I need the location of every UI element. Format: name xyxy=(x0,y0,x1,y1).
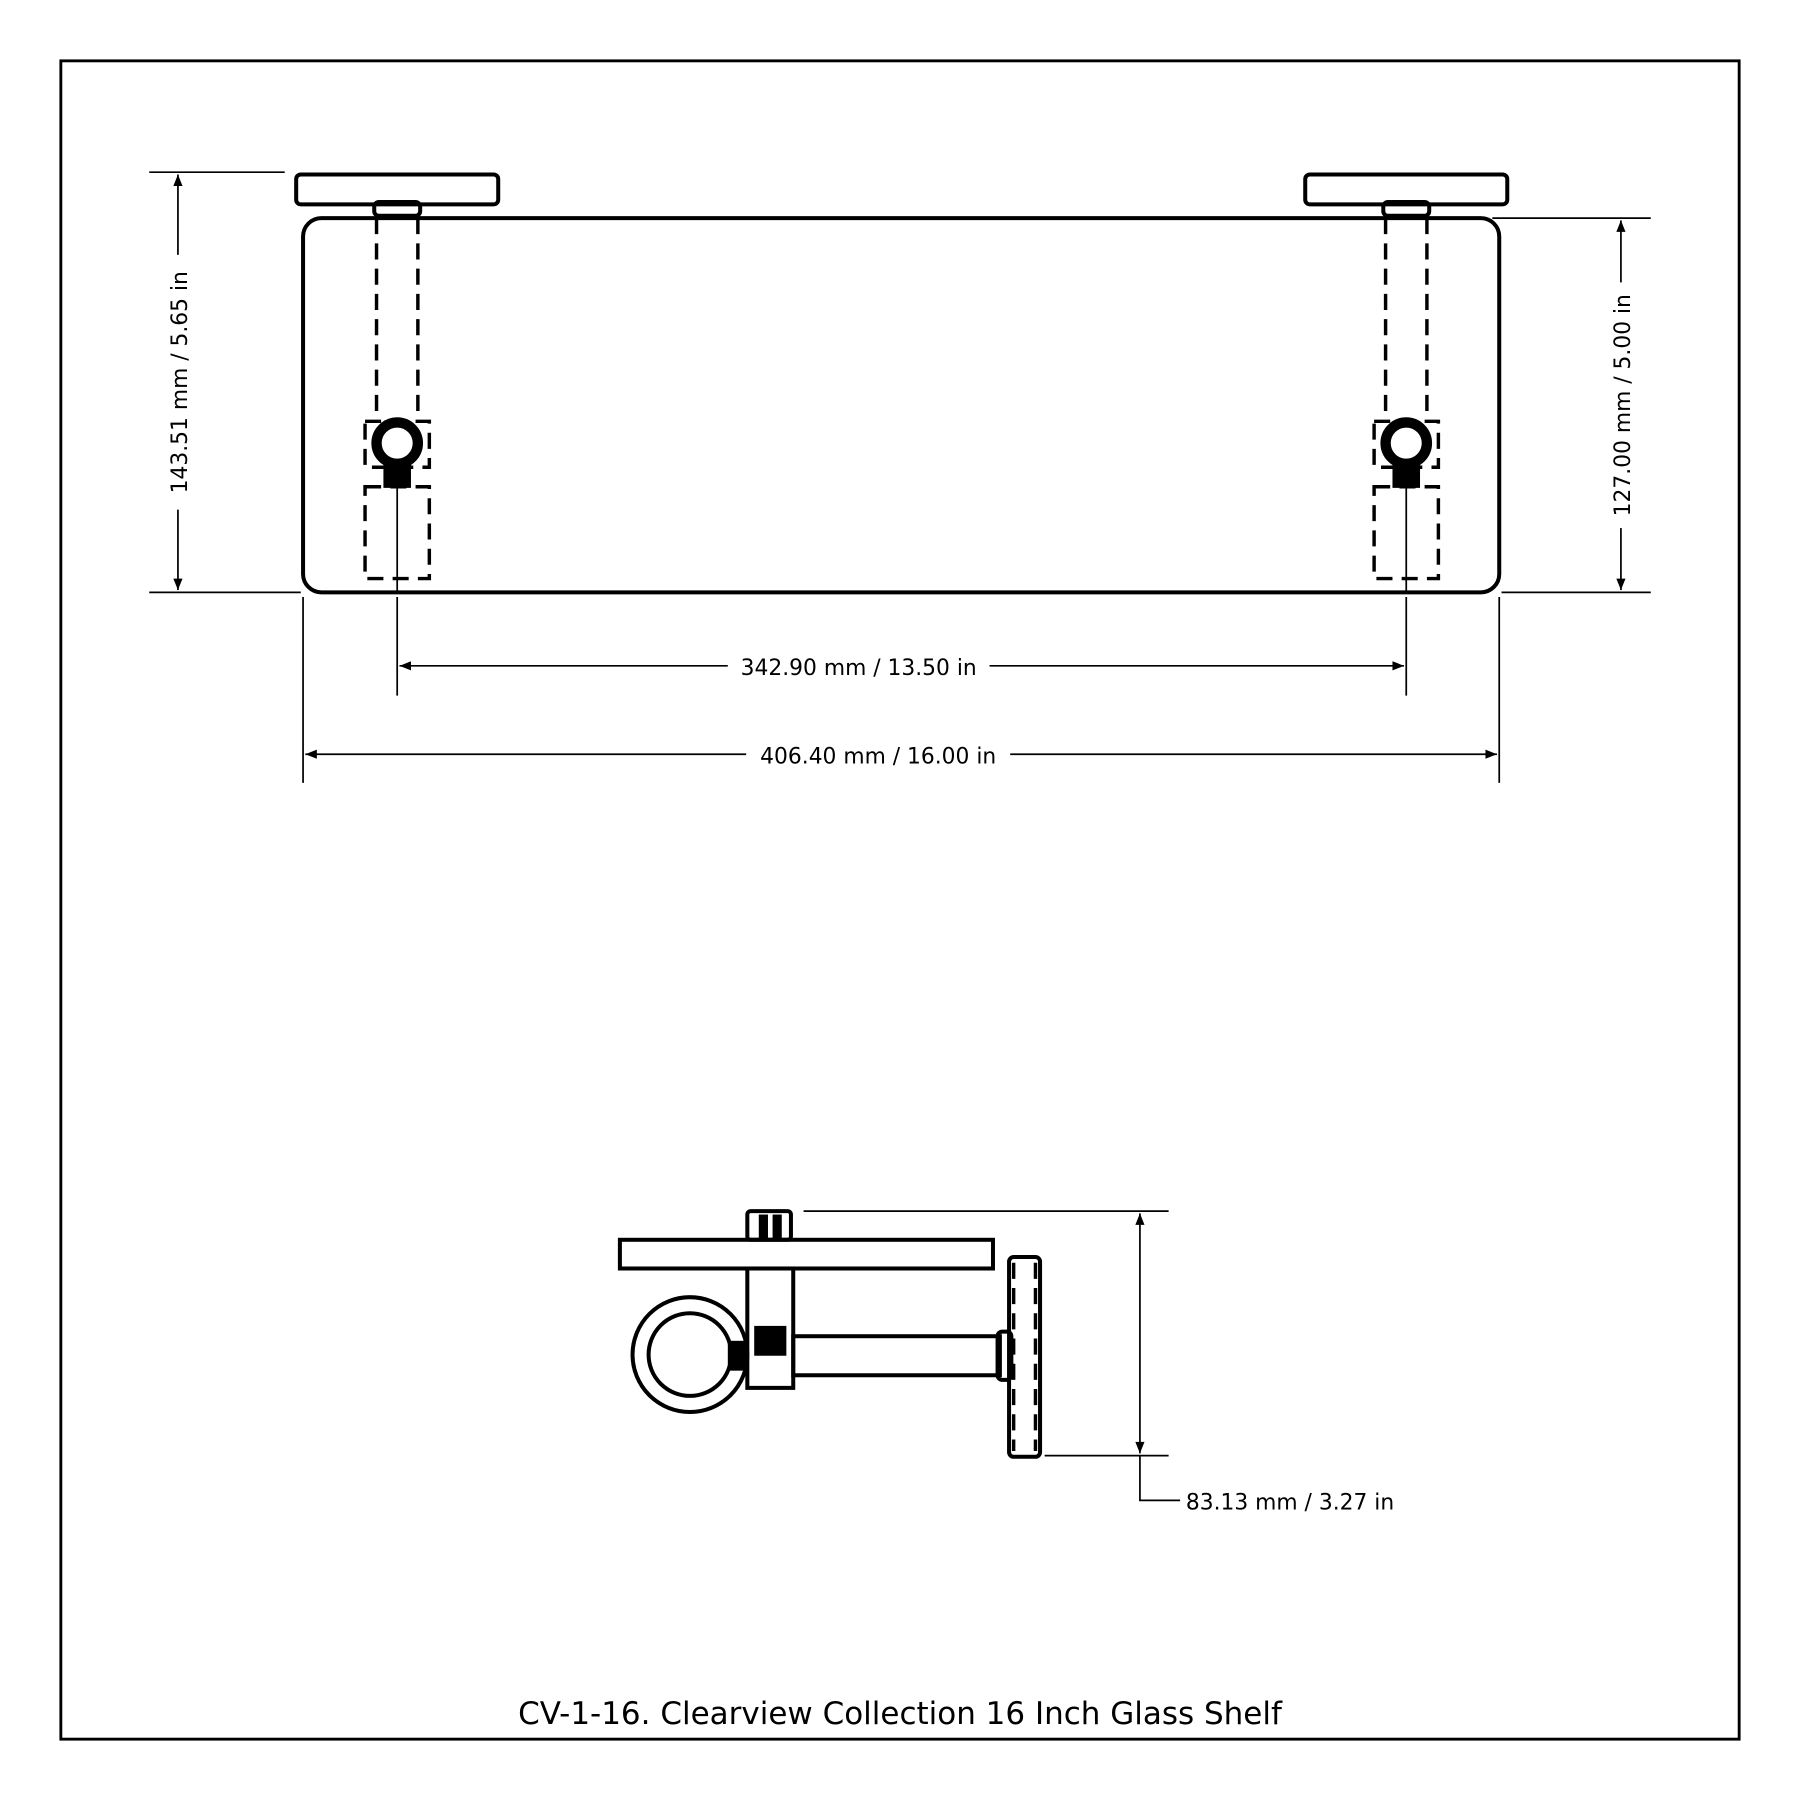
shelf-depth-label: 127.00 mm / 5.00 in xyxy=(1611,294,1636,516)
side-view: 83.13 mm / 3.27 in xyxy=(617,1209,1394,1516)
right-bracket xyxy=(1305,174,1507,593)
drawing-title: CV-1-16. Clearview Collection 16 Inch Gl… xyxy=(518,1696,1283,1732)
bracket-spacing-label: 342.90 mm / 13.50 in xyxy=(741,656,977,681)
left-bracket xyxy=(296,174,498,593)
projection-label: 83.13 mm / 3.27 in xyxy=(1186,1491,1394,1516)
sheet-border xyxy=(59,59,1741,1741)
overall-height-label: 143.51 mm / 5.65 in xyxy=(168,271,193,493)
glass-shelf-outline xyxy=(301,216,1502,595)
top-view: 143.51 mm / 5.65 in 127.00 mm / 5.00 in … xyxy=(149,172,1651,783)
overall-width-label: 406.40 mm / 16.00 in xyxy=(760,744,996,769)
